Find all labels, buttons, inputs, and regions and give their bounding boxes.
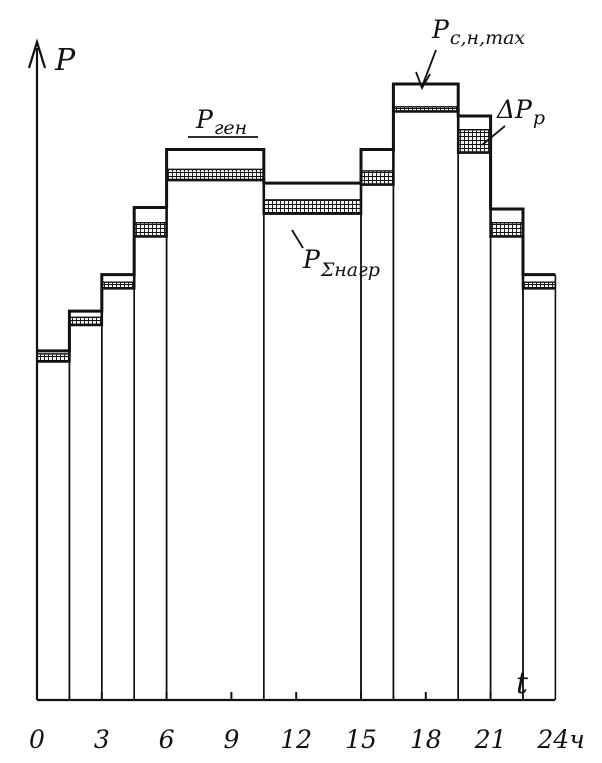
generation-gap-7	[393, 83, 459, 107]
interval-7	[392, 83, 460, 700]
svg-text:Pген: Pген	[195, 105, 247, 139]
interval-1	[68, 311, 103, 700]
reserve-band-9	[489, 222, 524, 238]
reserve-band-5	[263, 199, 362, 215]
x-tick-label-4: 12	[280, 725, 312, 754]
generation-curve-layer	[37, 82, 556, 353]
generation-gap-4	[166, 149, 264, 170]
svg-text:Pс,н,max: Pс,н,max	[431, 15, 525, 49]
interval-6	[360, 149, 395, 700]
x-tick-label-2: 6	[159, 725, 175, 754]
reserve-band-6	[360, 170, 395, 186]
x-tick-label-0: 0	[29, 725, 45, 754]
arrow-down-icon	[415, 71, 431, 91]
x-tick-label-5: 15	[345, 725, 377, 754]
generation-gap-8	[458, 115, 491, 130]
intervals-layer	[36, 83, 557, 700]
interval-10	[522, 274, 557, 700]
interval-0	[36, 350, 71, 700]
y-axis-arrow-icon	[27, 38, 47, 69]
generation-gap-6	[361, 149, 394, 171]
generation-gap-1	[69, 311, 102, 318]
generation-label: Pген	[188, 105, 258, 139]
x-axis-label: t	[516, 666, 529, 701]
x-tick-label-1: 3	[94, 725, 110, 754]
x-ticks-layer: 0 3 6 9 12 15 18 21 24ч	[29, 692, 585, 754]
svg-text:ΔPр: ΔPр	[496, 95, 545, 129]
x-tick-label-3: 9	[223, 725, 239, 754]
max-own-needs-label: Pс,н,max	[415, 15, 525, 91]
interval-3	[133, 207, 168, 700]
generation-gap-2	[101, 274, 135, 283]
generation-gap-0	[37, 350, 70, 354]
reserve-band-4	[165, 168, 265, 181]
interval-4	[165, 149, 265, 700]
generation-gap-5	[263, 183, 361, 200]
generation-gap-9	[490, 209, 523, 223]
interval-8	[457, 115, 492, 700]
generation-gap-10	[523, 274, 556, 283]
svg-text:PΣнагр: PΣнагр	[302, 245, 380, 281]
generation-gap-3	[134, 207, 167, 223]
x-tick-label-8: 24ч	[536, 725, 584, 754]
interval-2	[101, 274, 135, 700]
reserve-label: ΔPр	[481, 95, 545, 146]
reserve-band-3	[133, 222, 168, 238]
total-load-label: PΣнагр	[291, 229, 380, 281]
x-tick-label-6: 18	[410, 725, 442, 754]
x-tick-label-7: 21	[474, 725, 507, 754]
interval-9	[489, 209, 524, 700]
generation-step-line	[37, 82, 556, 353]
y-axis-label: P	[54, 43, 76, 78]
